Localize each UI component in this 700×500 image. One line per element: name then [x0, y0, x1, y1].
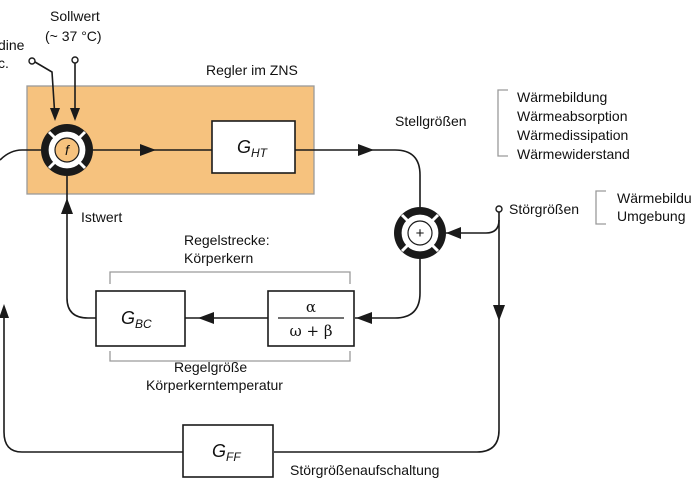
actual-value-label: Istwert [81, 209, 122, 225]
input-arrow-left [50, 108, 60, 121]
manipulated-vars-label: Stellgrößen [395, 113, 467, 129]
cut-label-top-1: dine [0, 37, 25, 53]
disturbance-item-1: Wärmebildu [617, 190, 692, 206]
summer-symbol: + [416, 225, 425, 242]
wire-disturbance-to-gff [274, 220, 500, 453]
disturbance-bracket [595, 190, 606, 225]
disturbance-item-2: Umgebung [617, 208, 686, 224]
arrow-gff-up [0, 304, 9, 318]
manipulated-item-2: Wärmeabsorption [517, 108, 628, 124]
manipulated-bracket [497, 89, 508, 157]
plant-title-1: Regelstrecke: [184, 232, 270, 248]
arrow-to-ght [140, 144, 156, 156]
wire-ght-to-summer [295, 149, 421, 207]
controlled-var-bracket [109, 351, 351, 362]
wire-left-into-comparator [0, 149, 41, 161]
block-ght [211, 120, 296, 174]
manipulated-item-1: Wärmebildung [517, 89, 607, 105]
arrow-disturbance-in [446, 227, 461, 239]
manipulated-item-4: Wärmewiderstand [517, 146, 630, 162]
input-terminal-left [28, 57, 36, 65]
transfer-numerator: α [306, 298, 316, 316]
block-gbc [95, 290, 186, 347]
arrow-actual-value [61, 198, 73, 214]
setpoint-terminal [71, 56, 79, 64]
block-gff [182, 424, 274, 478]
wire-summer-to-transfer [355, 259, 421, 319]
comparator-node: f [41, 124, 93, 176]
arrow-disturbance-down [493, 305, 505, 321]
block-gbc-label: GBC [121, 308, 152, 331]
arrow-to-gbc [198, 312, 214, 324]
comparator-symbol: f [65, 142, 71, 158]
wire-gff-left [3, 310, 183, 453]
plant-title-2: Körperkern [184, 250, 253, 266]
transfer-denominator: ω + β [289, 322, 332, 340]
arrow-to-transfer [356, 312, 372, 324]
wire-gbc-to-comparator [66, 176, 96, 319]
setpoint-value: (~ 37 °C) [45, 28, 102, 44]
cut-label-top-2: c. [0, 55, 9, 71]
controlled-var-title-1: Regelgröße [174, 359, 247, 375]
controlled-var-title-2: Körperkerntemperatur [146, 377, 283, 393]
feedforward-label: Störgrößenaufschaltung [290, 462, 439, 478]
summing-node: + [394, 207, 446, 259]
plant-bracket [109, 271, 351, 284]
disturbance-label: Störgrößen [509, 201, 579, 217]
arrow-ght-out [358, 144, 374, 156]
disturbance-terminal [495, 205, 503, 213]
setpoint-title: Sollwert [50, 8, 100, 24]
block-gff-label: GFF [212, 441, 241, 464]
input-wire-left [34, 61, 56, 119]
block-ght-label: GHT [237, 137, 269, 160]
manipulated-item-3: Wärmedissipation [517, 127, 628, 143]
setpoint-arrow [70, 108, 80, 121]
controller-title: Regler im ZNS [206, 62, 298, 78]
